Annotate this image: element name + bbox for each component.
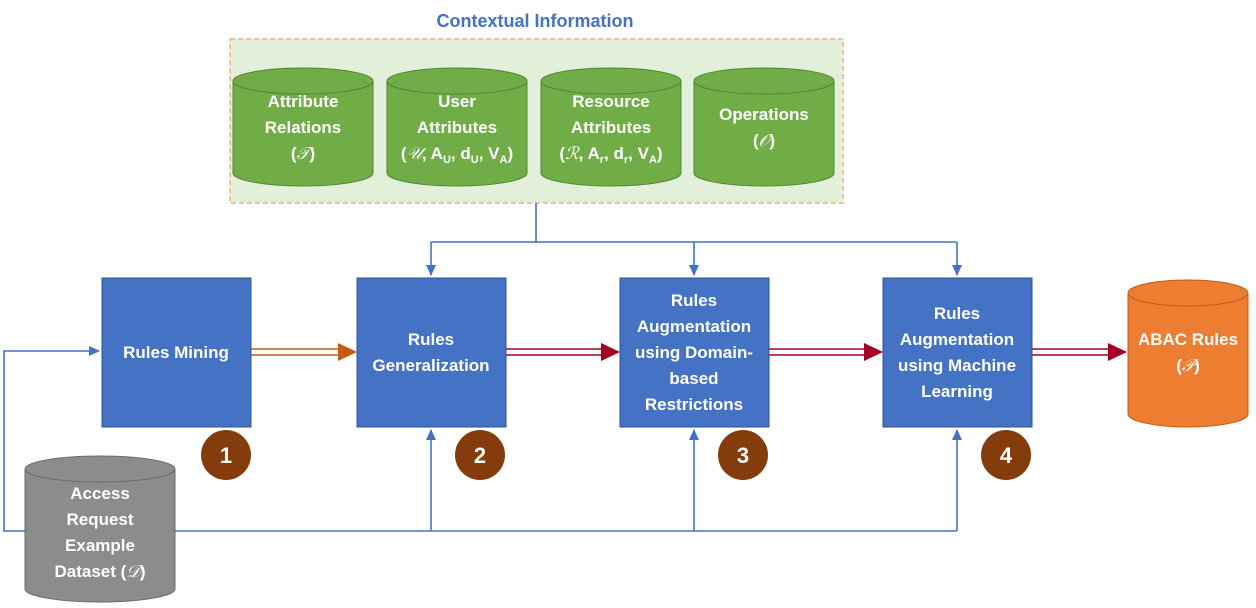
svg-text:2: 2	[474, 443, 486, 468]
svg-text:1: 1	[220, 443, 232, 468]
step-label: based	[669, 369, 718, 388]
svg-text:3: 3	[737, 443, 749, 468]
context-title: Contextual Information	[437, 11, 634, 31]
abac-rules-output: ABAC Rules (𝒫)	[1127, 279, 1249, 428]
attribute-relations-store: Attribute Relations (𝒯)	[232, 67, 374, 187]
store-label: Relations	[265, 118, 342, 137]
step-label: Generalization	[372, 356, 489, 375]
store-symbol: (𝒯)	[291, 144, 315, 164]
rules-augmentation-ml-box	[882, 277, 1033, 428]
flow-arrow-2-3	[506, 343, 620, 361]
step-badge-4: 4	[981, 430, 1031, 480]
step-label: Rules	[934, 304, 980, 323]
dataset-label: Dataset (𝒟)	[54, 562, 145, 582]
step-badge-2: 2	[455, 430, 505, 480]
step-label: Restrictions	[645, 395, 743, 414]
step-label: Rules	[408, 330, 454, 349]
store-label: Operations	[719, 105, 809, 124]
output-symbol: (𝒫)	[1176, 356, 1200, 376]
store-label: Attribute	[268, 92, 339, 111]
step-label: Rules	[671, 291, 717, 310]
rules-generalization-box	[356, 277, 507, 428]
store-symbol: (ℛ, Ar, dr, VA)	[559, 144, 662, 166]
flow-arrow-1-2	[251, 343, 357, 361]
resource-attributes-store: Resource Attributes (ℛ, Ar, dr, VA)	[540, 67, 682, 187]
step-label: Augmentation	[900, 330, 1014, 349]
step-label: using Domain-	[635, 343, 753, 362]
rules-mining-box	[101, 277, 252, 428]
dataset-label: Request	[66, 510, 133, 529]
step-badge-1: 1	[201, 430, 251, 480]
access-request-dataset: Access Request Example Dataset (𝒟)	[24, 455, 176, 603]
context-connectors	[426, 203, 962, 276]
dataset-label: Access	[70, 484, 130, 503]
flow-arrow-3-4	[769, 343, 883, 361]
store-label: Attributes	[417, 118, 497, 137]
rules-augmentation-domain-box	[619, 277, 770, 428]
store-label: Attributes	[571, 118, 651, 137]
dataset-connectors	[3, 346, 962, 532]
store-symbol: (𝒰, AU, dU, VA)	[401, 144, 513, 166]
step-badge-3: 3	[718, 430, 768, 480]
operations-store: Operations (𝒪)	[693, 67, 835, 187]
flow-arrow-4-output	[1032, 343, 1127, 361]
store-label: Resource	[572, 92, 649, 111]
step-label: Rules Mining	[123, 343, 229, 362]
step-label: Learning	[921, 382, 993, 401]
output-label: ABAC Rules	[1138, 330, 1238, 349]
svg-text:4: 4	[1000, 443, 1013, 468]
user-attributes-store: User Attributes (𝒰, AU, dU, VA)	[386, 67, 528, 187]
store-label: User	[438, 92, 476, 111]
step-label: Augmentation	[637, 317, 751, 336]
store-symbol: (𝒪)	[753, 131, 775, 151]
dataset-label: Example	[65, 536, 135, 555]
step-label: using Machine	[898, 356, 1016, 375]
